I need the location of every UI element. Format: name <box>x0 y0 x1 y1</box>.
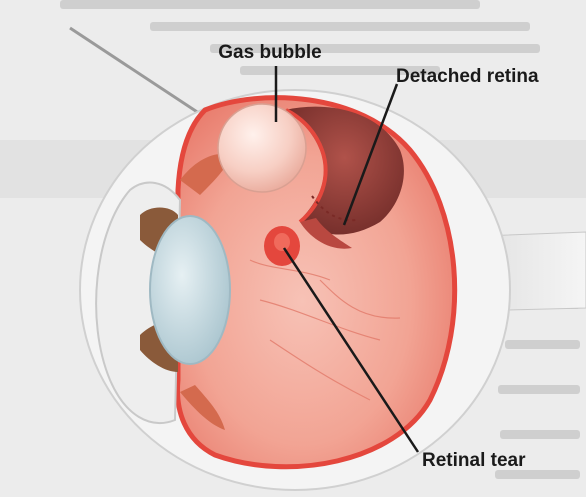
gas-bubble <box>218 104 306 192</box>
lens <box>150 216 230 364</box>
detached-retina-label: Detached retina <box>396 66 539 87</box>
retinal-tear-label: Retinal tear <box>422 450 526 471</box>
gas-bubble-label: Gas bubble <box>218 42 321 63</box>
retinal-tear-highlight <box>274 233 290 251</box>
